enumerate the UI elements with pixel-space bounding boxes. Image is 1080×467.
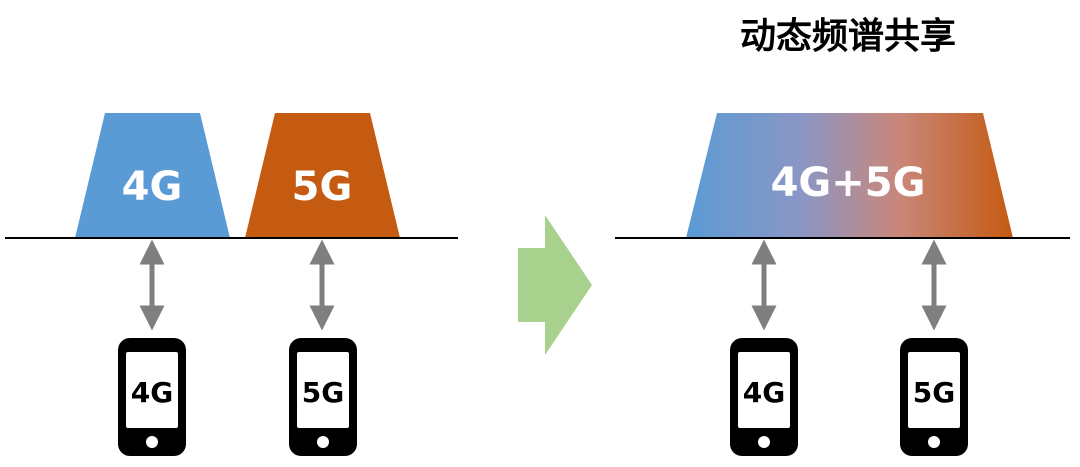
band-4g: [75, 113, 230, 238]
diagram-title: 动态频谱共享: [740, 16, 956, 57]
phone-4g-left: 4G: [118, 338, 186, 456]
band-5g-label: 5G: [292, 164, 353, 210]
phone-label: 4G: [131, 376, 173, 409]
phone-home-button: [928, 436, 940, 448]
phone-screen: [126, 352, 178, 428]
left-spectrum: 4G 5G: [5, 113, 458, 239]
transition-arrow: [518, 215, 592, 355]
phone-5g-left: 5G: [289, 338, 357, 456]
phone-4g-right: 4G: [730, 338, 798, 456]
phone-screen: [297, 352, 349, 428]
phone-label: 5G: [302, 376, 344, 409]
phone-home-button: [317, 436, 329, 448]
right-spectrum: 4G+5G: [615, 113, 1070, 239]
band-4g-5g: [686, 113, 1013, 238]
band-4g-5g-label: 4G+5G: [771, 160, 926, 206]
phone-home-button: [146, 436, 158, 448]
band-5g: [245, 113, 400, 238]
band-4g-label: 4G: [122, 164, 183, 210]
phone-label: 5G: [913, 376, 955, 409]
phone-label: 4G: [743, 376, 785, 409]
phone-home-button: [758, 436, 770, 448]
phone-screen: [738, 352, 790, 428]
phone-5g-right: 5G: [900, 338, 968, 456]
phone-screen: [908, 352, 960, 428]
